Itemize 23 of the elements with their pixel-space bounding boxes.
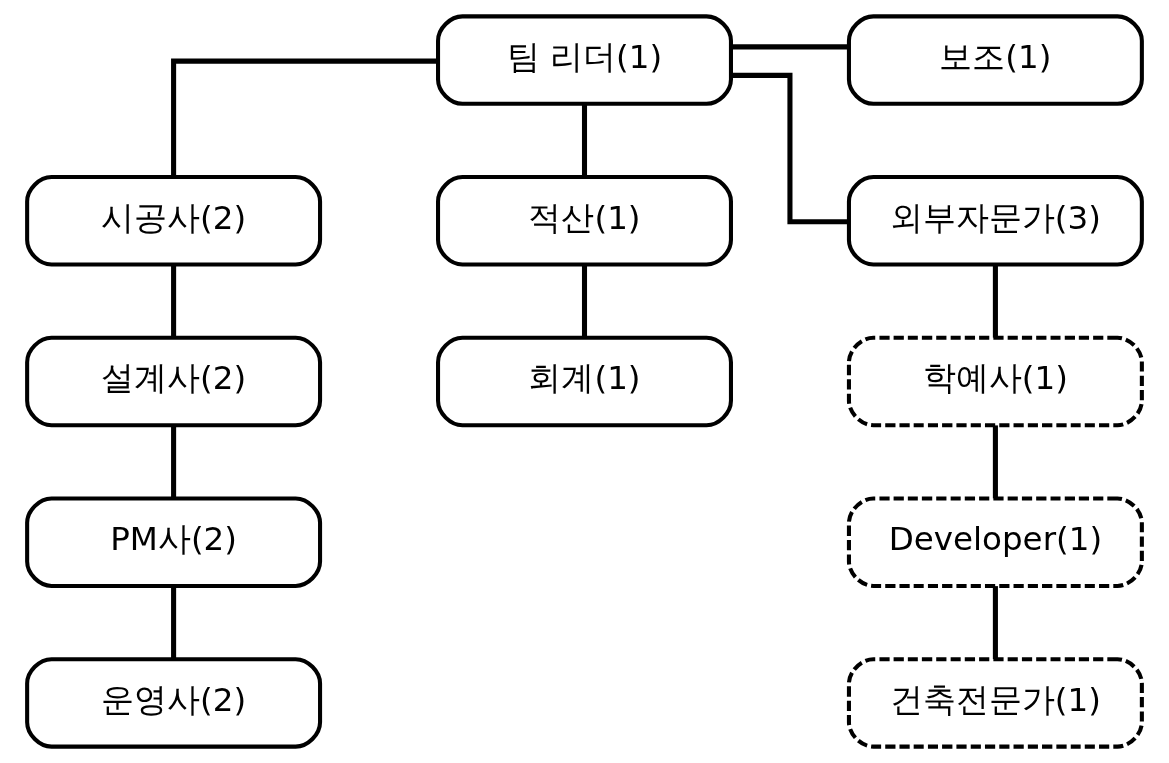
node-box: 적산(1): [436, 175, 733, 267]
connector: [992, 586, 998, 660]
node-box: 회계(1): [436, 335, 733, 428]
node-box: 건축전문가(1): [846, 657, 1144, 749]
node-box: 시공사(2): [25, 175, 323, 267]
node-box: 외부자문가(3): [846, 175, 1144, 267]
connector: [171, 58, 438, 177]
node-box: 학예사(1): [846, 335, 1144, 428]
connector: [171, 264, 177, 338]
connector: [992, 264, 998, 338]
connector: [171, 586, 177, 660]
node-box: 팀 리더(1): [436, 14, 733, 106]
node-box: 설계사(2): [25, 335, 323, 428]
node-box: 운영사(2): [25, 657, 323, 749]
node-box: 보조(1): [846, 14, 1144, 106]
connector: [731, 44, 849, 50]
node-box: PM사(2): [25, 496, 323, 588]
connector: [581, 104, 588, 177]
node-box: Developer(1): [846, 496, 1144, 588]
connector: [731, 72, 849, 225]
connector: [581, 264, 588, 338]
connector: [171, 425, 177, 499]
connector: [992, 425, 998, 499]
